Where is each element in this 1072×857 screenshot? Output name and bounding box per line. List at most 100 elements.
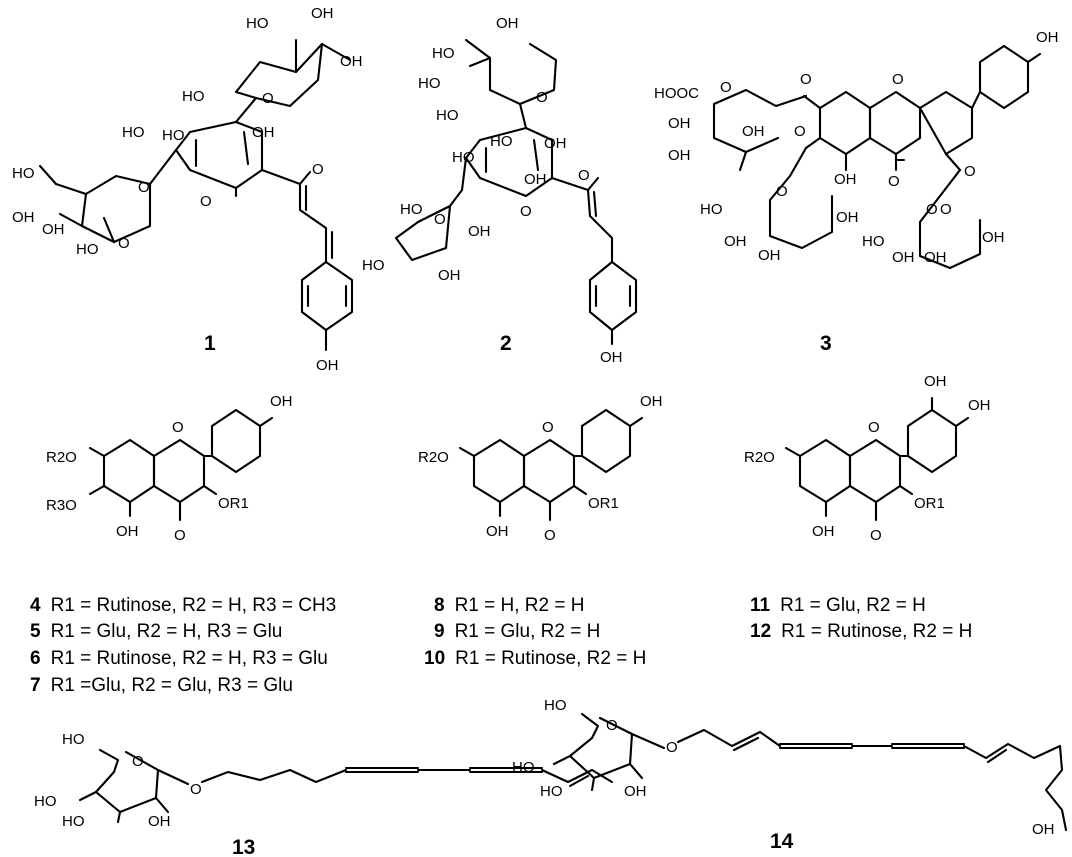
aglycone-4-7-group: OR1 <box>218 495 249 512</box>
compound-3-group: O <box>800 71 812 88</box>
compound-1-group: O <box>138 179 150 196</box>
compound-14-structure: HO O O HO HO OH OH 14 <box>512 697 1068 853</box>
compound-8-substituents: R1 = H, R2 = H <box>455 595 585 616</box>
compound-1-group: O <box>312 161 324 178</box>
compound-3-group: HO <box>700 201 723 218</box>
aglycone-4-7-group: O <box>174 527 186 544</box>
compound-3-group: O <box>776 183 788 200</box>
aglycone-11-12-group: OH <box>968 397 991 414</box>
svg-text:7R1 =Glu, R2 = Glu, R3 = Glu: 7R1 =Glu, R2 = Glu, R3 = Glu <box>30 675 293 696</box>
aglycone-8-10-group: OH <box>486 523 509 540</box>
compound-12-substituents: R1 = Rutinose, R2 = H <box>781 621 972 642</box>
compound-2-group: OH <box>496 15 519 32</box>
aglycone-11-12-group: OH <box>924 373 947 390</box>
compound-11-substituents: R1 = Glu, R2 = H <box>780 595 926 616</box>
compound-14-group: HO <box>544 697 567 714</box>
compound-3-group: OH <box>982 229 1005 246</box>
compound-8-number: 8 <box>434 595 445 616</box>
compound-3-group: O <box>940 201 952 218</box>
compound-2-group: OH <box>468 223 491 240</box>
compound-1-group: O <box>262 90 274 107</box>
compound-14-group: HO <box>540 783 563 800</box>
compound-2-number: 2 <box>500 332 512 355</box>
compound-2-group: O <box>578 167 590 184</box>
compound-14-group: OH <box>1032 821 1055 838</box>
aglycone-11-12-group: O <box>870 527 882 544</box>
compound-1-group: HO <box>162 127 185 144</box>
aglycone-4-7-group: R3O <box>46 497 77 514</box>
compound-2-group: OH <box>600 349 623 366</box>
compound-2-group: HO <box>432 45 455 62</box>
compound-13-group: O <box>132 753 144 770</box>
compound-1-group: HO <box>182 88 205 105</box>
aglycone-4-7-structure: OH R2O O R3O OR1 OH O <box>46 393 293 544</box>
aglycone-4-7-group: OH <box>270 393 293 410</box>
compound-3-group: OH <box>724 233 747 250</box>
compound-10-number: 10 <box>424 648 445 669</box>
compound-2-group: OH <box>544 135 567 152</box>
compound-3-group: OH <box>834 171 857 188</box>
compound-2-group: O <box>536 89 548 106</box>
compound-13-structure: HO O O HO HO OH 13 <box>34 731 614 857</box>
compound-14-group: O <box>606 717 618 734</box>
compound-1-group: HO <box>122 124 145 141</box>
compound-4-number: 4 <box>30 595 41 616</box>
compound-3-group: O <box>720 79 732 96</box>
svg-text:5R1 = Glu, R2 = H, R3 = Glu: 5R1 = Glu, R2 = H, R3 = Glu <box>30 621 282 642</box>
compound-13-group: HO <box>62 813 85 830</box>
compound-13-number: 13 <box>232 836 255 857</box>
compound-13-group: HO <box>34 793 57 810</box>
compound-14-group: OH <box>624 783 647 800</box>
compound-2-group: HO <box>418 75 441 92</box>
compound-3-group: HOOC <box>654 85 699 102</box>
compound-14-group: HO <box>512 759 535 776</box>
compound-9-substituents: R1 = Glu, R2 = H <box>455 621 601 642</box>
compound-2-group: OH <box>524 171 547 188</box>
compound-1-group: HO <box>76 241 99 258</box>
compound-1-group: OH <box>311 5 334 22</box>
aglycone-4-7-group: OH <box>116 523 139 540</box>
compound-3-structure: OH O O HOOC O OH O OH OH O O OH O O HO O… <box>654 29 1059 355</box>
compound-3-group: O <box>888 173 900 190</box>
svg-text:4R1 = Rutinose, R2 = H, R3 = C: 4 R1 = Rutinose, R2 = H, R3 = CH3 <box>30 595 336 616</box>
compound-2-group: OH <box>438 267 461 284</box>
compound-2-group: HO <box>362 257 385 274</box>
compound-3-group: O <box>964 163 976 180</box>
compound-11-number: 11 <box>750 595 771 616</box>
svg-text:6R1 = Rutinose, R2 = H, R3 = G: 6R1 = Rutinose, R2 = H, R3 = Glu <box>30 648 328 669</box>
compound-1-structure: HO OH OH HO HO OH HO HO OH O O O OH O O … <box>12 5 363 374</box>
compound-1-group: OH <box>340 53 363 70</box>
aglycone-4-7-group: R2O <box>46 449 77 466</box>
compound-1-group: OH <box>252 124 275 141</box>
compound-12-number: 12 <box>750 621 771 642</box>
compound-3-group: O <box>892 71 904 88</box>
aglycone-8-10-group: O <box>544 527 556 544</box>
svg-text:8R1 = H, R2 = H: 8 R1 = H, R2 = H <box>434 595 584 616</box>
compound-2-group: HO <box>490 133 513 150</box>
compound-3-group: OH <box>758 247 781 264</box>
compound-3-number: 3 <box>820 332 832 355</box>
aglycone-11-12-group: OR1 <box>914 495 945 512</box>
compound-3-group: OH <box>668 115 691 132</box>
compound-3-group: O <box>926 201 938 218</box>
compound-3-group: O <box>794 123 806 140</box>
compound-3-group: HO <box>862 233 885 250</box>
compound-2-structure: HO OH HO HO O HO OH HO OH HO O OH O O HO… <box>362 15 638 366</box>
compound-3-group: OH <box>742 123 765 140</box>
compound-9-number: 9 <box>434 621 445 642</box>
compound-10-substituents: R1 = Rutinose, R2 = H <box>455 648 646 669</box>
aglycone-11-12-group: O <box>868 419 880 436</box>
compound-2-group: O <box>520 203 532 220</box>
aglycone-8-10-group: O <box>542 419 554 436</box>
compound-3-group: OH <box>892 249 915 266</box>
compound-2-group: O <box>434 211 446 228</box>
aglycone-11-12-structure: OH OH R2O O OR1 OH O <box>744 373 991 544</box>
compound-1-group: OH <box>12 209 35 226</box>
compound-4-substituents: R1 = Rutinose, R2 = H, R3 = CH3 <box>51 595 337 616</box>
compound-3-group: OH <box>1036 29 1059 46</box>
compound-2-group: HO <box>400 201 423 218</box>
compound-1-group: OH <box>42 221 65 238</box>
